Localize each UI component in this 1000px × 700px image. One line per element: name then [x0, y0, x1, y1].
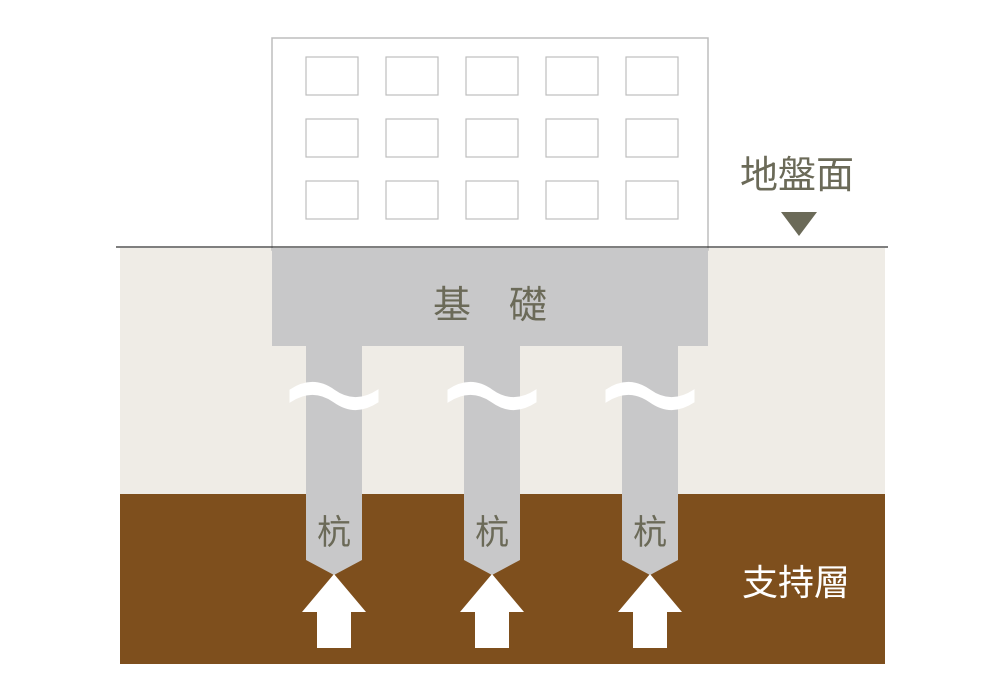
foundation-label: 基 礎 — [433, 283, 547, 327]
break-mark-center — [447, 382, 537, 410]
bearing-layer-label: 支持層 — [742, 563, 850, 604]
building-window — [465, 180, 519, 220]
triangle-down-icon — [781, 212, 817, 236]
pile-break-marks — [289, 382, 695, 410]
building-windows — [305, 56, 679, 220]
ground-level-label: 地盤面 — [740, 153, 854, 197]
building-window — [385, 56, 439, 96]
building-window — [545, 56, 599, 96]
arrow-up-icon — [618, 574, 682, 648]
building-window — [625, 180, 679, 220]
break-mark-right — [605, 382, 695, 410]
building-window — [545, 180, 599, 220]
building-window — [625, 118, 679, 158]
building-window — [305, 118, 359, 158]
building-window — [305, 180, 359, 220]
building-window — [385, 118, 439, 158]
arrow-up-icon — [460, 574, 524, 648]
break-mark-left — [289, 382, 379, 410]
building-window — [305, 56, 359, 96]
pile-label-right: 杭 — [633, 513, 667, 553]
arrow-up-icon — [302, 574, 366, 648]
pile-label-center: 杭 — [475, 513, 509, 553]
building-window — [465, 56, 519, 96]
building-window — [545, 118, 599, 158]
foundation-slab — [272, 248, 708, 346]
building-window — [385, 180, 439, 220]
pile-label-left: 杭 — [317, 513, 351, 553]
building-window — [625, 56, 679, 96]
building-window — [465, 118, 519, 158]
